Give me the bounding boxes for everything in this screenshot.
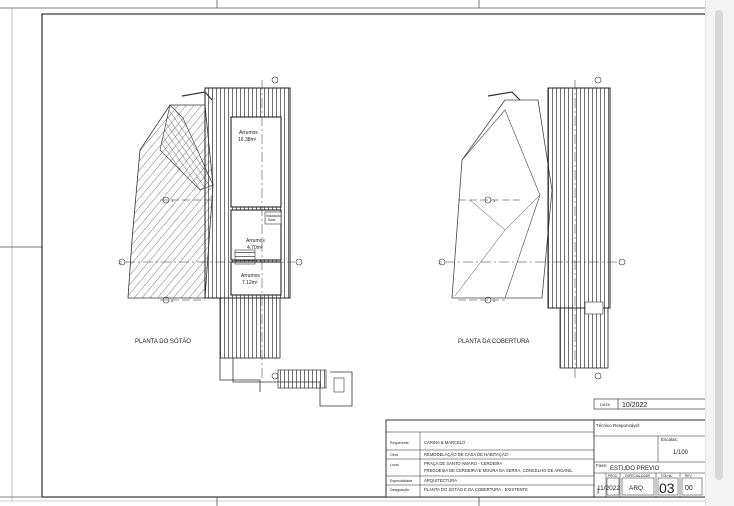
column-specialty: ESPECIALIDADE [625,474,650,478]
date-label: DATA [600,402,610,407]
sheet-value: 03 [659,480,675,496]
attic-plan [118,76,353,407]
row-label-local: Local [390,463,399,467]
scale-label: Escalas: [661,437,678,442]
row-label-designacao: Designação [390,488,409,492]
drawing-sheet: Arrumos 16.38m² Arrumos 4.70m² Arrumos 7… [0,0,706,506]
title-block: DATA 10/2022 Técnico Responsável: Escala… [385,398,706,498]
technician-label: Técnico Responsável: [596,423,640,428]
column-proc: PROC. [608,474,618,478]
attic-room-3-name: Arrumos [241,273,260,279]
row-value-requerente: CARINA & MARCELO [424,440,466,445]
row-value-obra: REMODELAÇÃO DE CASA DE HABITAÇÃO [424,452,509,457]
date-value: 10/2022 [622,402,647,409]
attic-room-1-name: Arrumos [239,130,258,136]
row-label-obra: Obra [390,453,398,457]
attic-small-note-2: Sanit. [268,218,276,222]
row-label-especialidade: Especialidade [390,479,412,483]
marker-c-right: C [439,260,442,265]
row-value-local: PRAÇA DE SANTO AMARO - CERDEIRA [424,461,503,466]
phase-label: Fase: [596,463,607,468]
marker-1-right: 1 [493,198,496,203]
phase-value: ESTUDO PREVIO [610,466,660,472]
roof-plan-title: PLANTA DA COBERTURA [458,339,529,345]
rev-value: 00 [685,485,693,492]
attic-small-note-1: Instalação [266,214,281,218]
specialty-value: ARQ. [629,485,645,492]
attic-room-2-area: 4.70m² [247,245,263,251]
row-value-local-2: FREGUESIA DE CERDEIRA E MOURA DA SERRA, … [424,468,573,473]
marker-2-right: 2 [493,298,496,303]
row-value-designacao: PLANTA DO SÓTÃO E DA COBERTURA - EXISTEN… [424,487,528,492]
column-rev: REV. [685,474,692,478]
marker-2-left: 2 [171,298,174,303]
scrollbar-thumb[interactable] [715,10,723,480]
attic-room-3-area: 7.12m² [242,280,258,286]
column-sheet: FOLHA [661,474,673,478]
proc-value: 11/2022 [597,485,620,492]
vertical-scrollbar[interactable] [705,0,734,506]
attic-plan-title: PLANTA DO SÓTÃO [135,338,191,345]
attic-room-1-area: 16.38m² [238,137,257,143]
section-marker [118,76,303,380]
row-value-especialidade: ARQUITECTURA [424,478,457,483]
marker-1-left: 1 [171,198,174,203]
marker-c-left: C [119,260,122,265]
scale-value: 1/100 [673,450,689,456]
roof-plan [438,76,626,380]
attic-room-2-name: Arrumos [246,238,265,244]
roof-plank-area [547,87,611,309]
side-rev-label: REV. [596,487,600,494]
row-label-requerente: Requerente [390,441,409,445]
roof-hip-outline [451,99,553,299]
